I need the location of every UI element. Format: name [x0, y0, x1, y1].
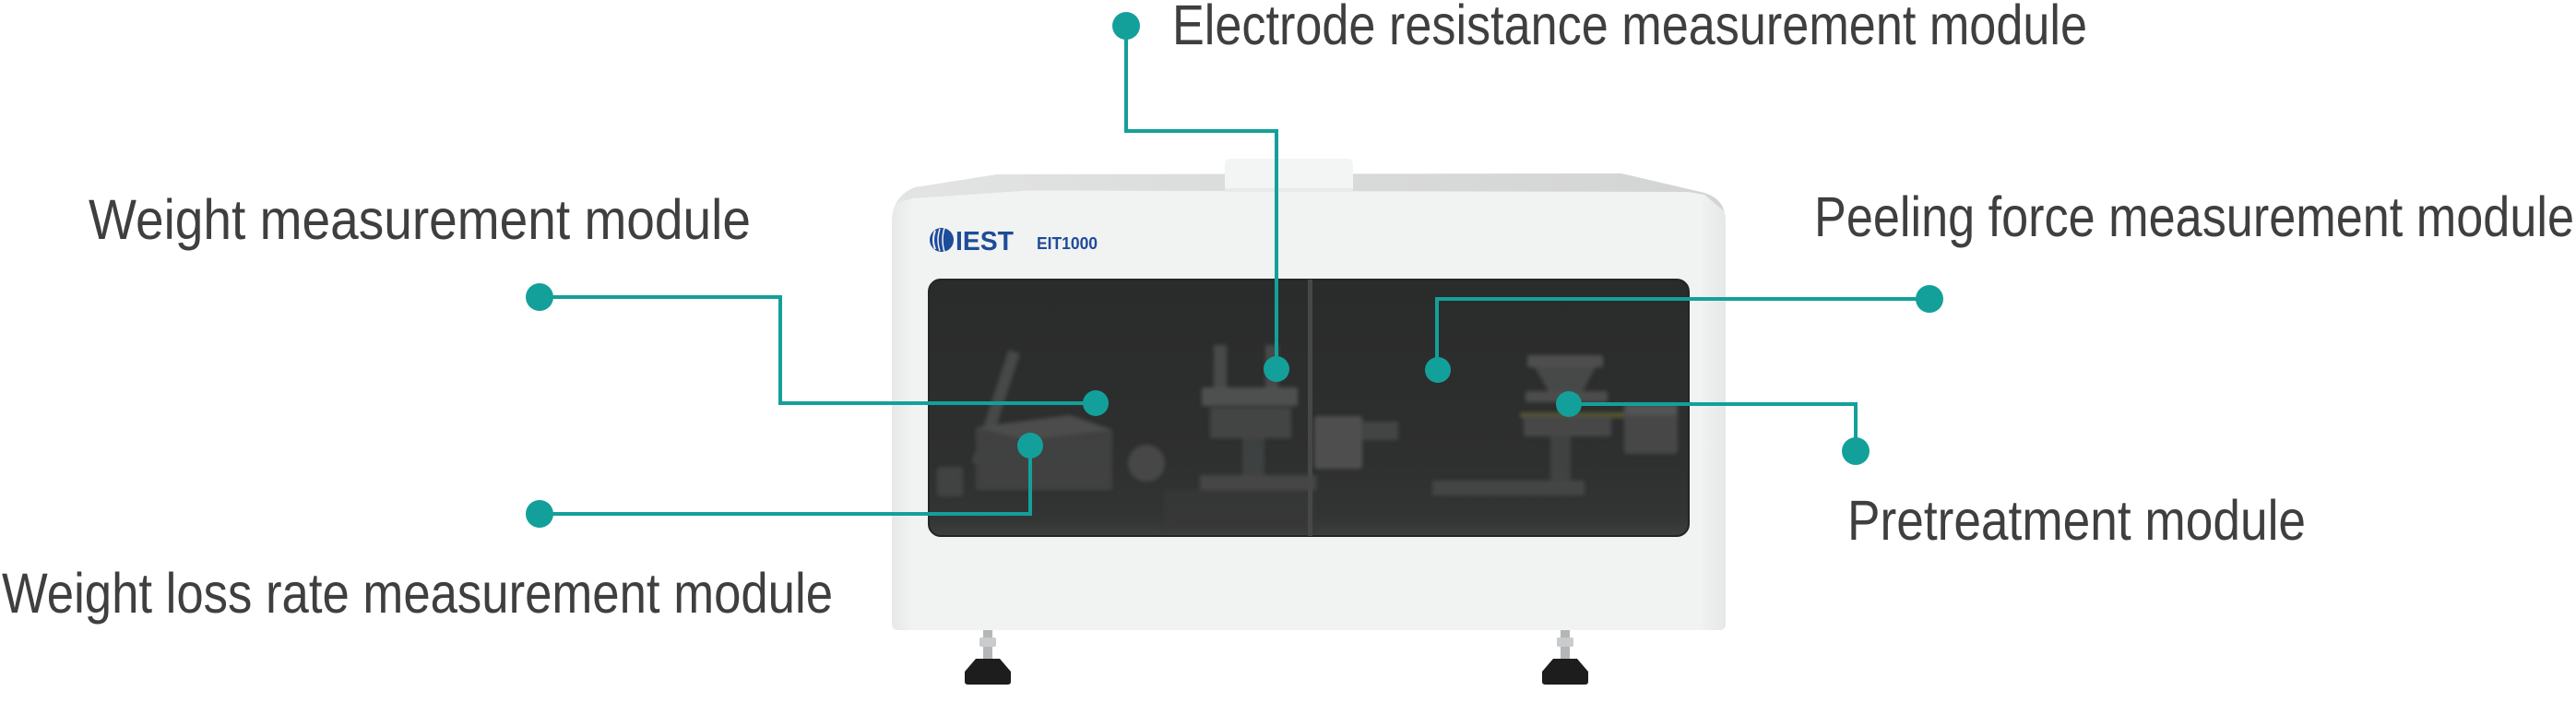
svg-text:Pretreatment module: Pretreatment module — [1847, 489, 2306, 552]
svg-text:Weight loss rate measurement m: Weight loss rate measurement module — [2, 562, 833, 625]
svg-text:EIT1000: EIT1000 — [1037, 234, 1098, 253]
svg-text:Electrode resistance measureme: Electrode resistance measurement module — [1172, 0, 2087, 56]
svg-text:Peeling force measurement modu: Peeling force measurement module — [1814, 185, 2574, 248]
svg-text:Weight measurement module: Weight measurement module — [89, 188, 751, 251]
svg-text:IEST: IEST — [956, 227, 1014, 256]
